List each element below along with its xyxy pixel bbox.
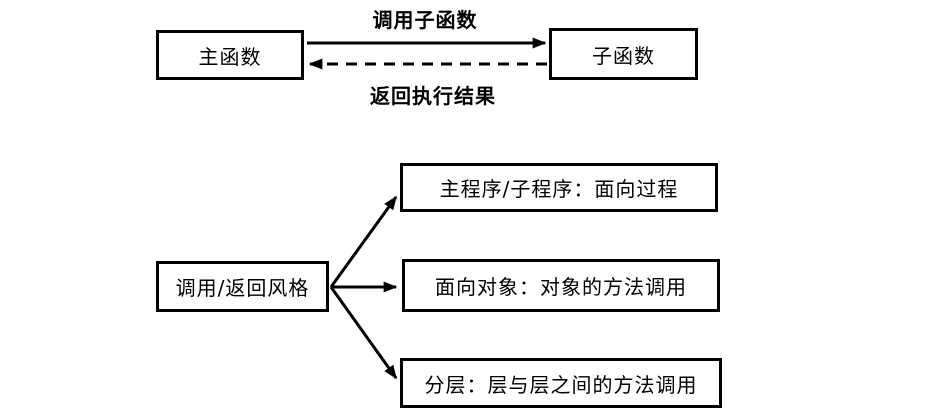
sub-function-box: 子函数	[549, 28, 698, 80]
branch-box-layered: 分层：层与层之间的方法调用	[400, 358, 722, 408]
branch-box-object-oriented: 面向对象：对象的方法调用	[402, 259, 720, 312]
branch-box-procedure-oriented: 主程序/子程序：面向过程	[400, 163, 718, 212]
call-return-style-box: 调用/返回风格	[156, 261, 329, 312]
main-function-box: 主函数	[156, 30, 304, 80]
branch-arrow-1	[329, 195, 398, 288]
call-arrow-label: 调用子函数	[372, 8, 478, 32]
branch-arrow-3	[329, 286, 398, 380]
return-arrow-label: 返回执行结果	[370, 84, 496, 108]
